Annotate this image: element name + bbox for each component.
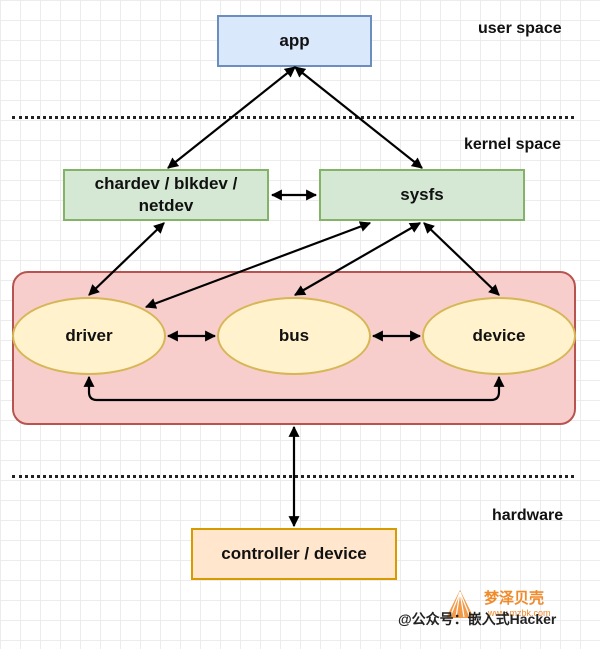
edge-driver-device — [83, 375, 505, 402]
watermark-site: www.mzbk.com — [487, 608, 551, 618]
watermark-shell-logo: 梦泽贝壳 www.mzbk.com — [446, 589, 551, 618]
hardware-label: hardware — [492, 507, 564, 524]
driver-node: driver — [12, 297, 166, 375]
sysfs-node: sysfs — [319, 169, 525, 221]
chardev-node: chardev / blkdev / netdev — [63, 169, 269, 221]
app-node: app — [217, 15, 372, 67]
edge-sysfs-bus — [294, 222, 421, 296]
edge-sysfs-device — [423, 222, 500, 296]
edge-sysfs-driver — [144, 221, 372, 309]
edge-app-sysfs — [294, 66, 423, 169]
chardev-label: chardev / blkdev / netdev — [94, 173, 238, 215]
watermark-account: @公众号：嵌入式Hacker — [398, 611, 557, 627]
controller-node: controller / device — [191, 528, 397, 580]
kernel-space-label: kernel space — [464, 136, 561, 153]
user-space-label: user space — [478, 20, 562, 37]
edge-chardev-driver — [88, 222, 165, 296]
watermark-brand: 梦泽贝壳 — [484, 589, 544, 607]
edge-app-chardev — [167, 66, 296, 169]
device-node: device — [422, 297, 576, 375]
